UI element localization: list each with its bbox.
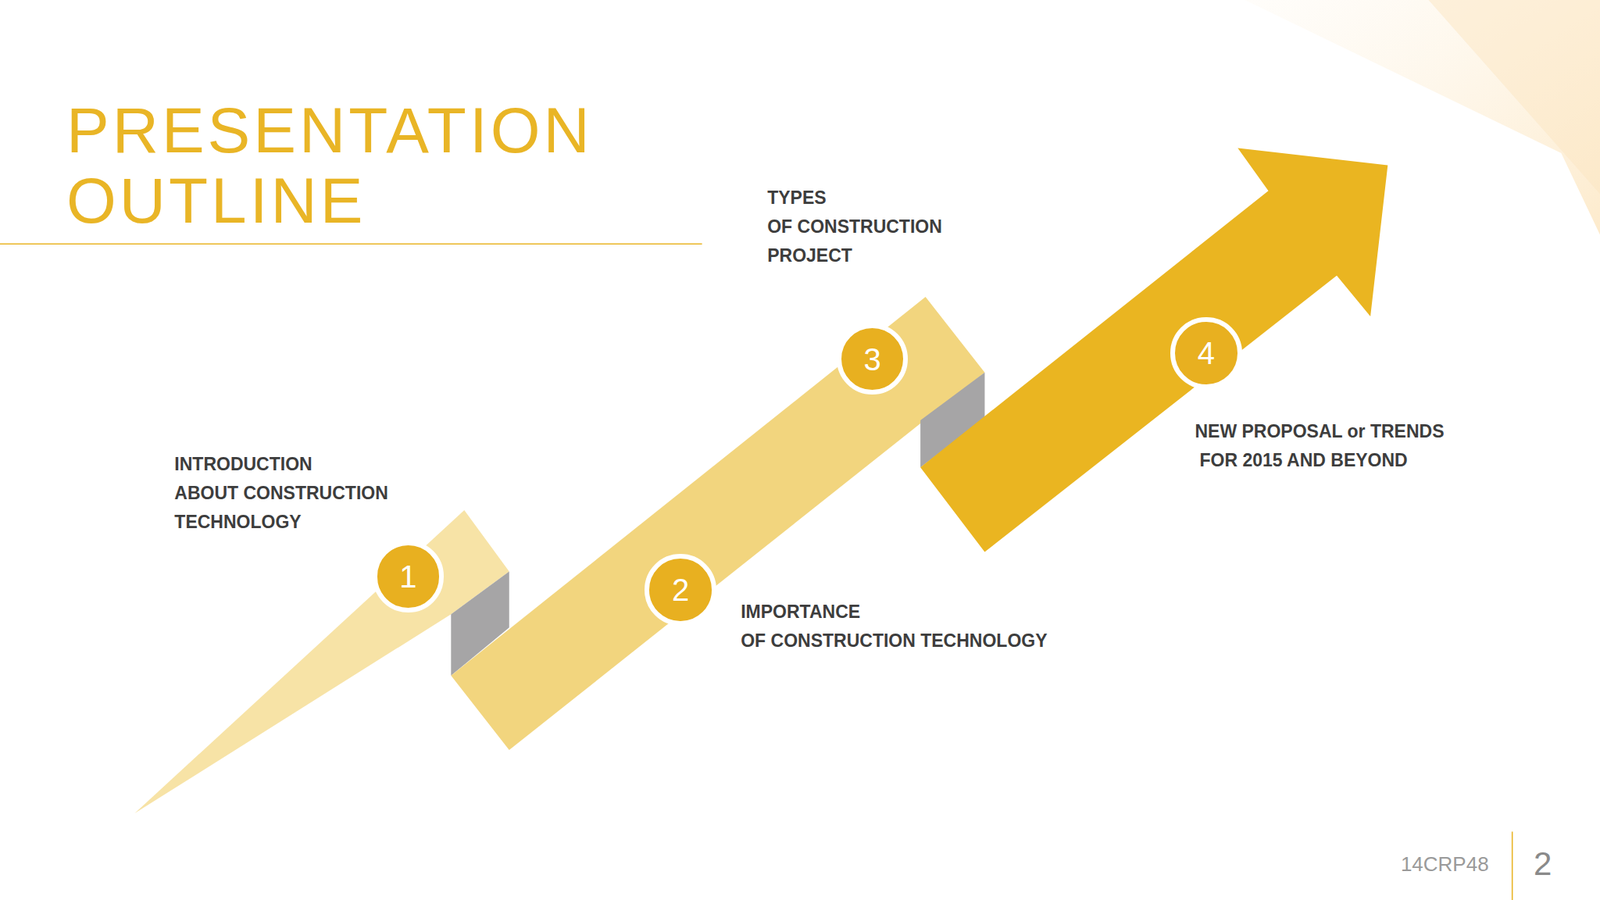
step-circle: 2 [644,553,716,625]
step-description: IMPORTANCE OF CONSTRUCTION TECHNOLOGY [740,597,1047,656]
step-circle: 3 [836,323,908,395]
step-description: NEW PROPOSAL or TRENDS FOR 2015 AND BEYO… [1194,417,1444,475]
callout-number: 4 [1197,335,1215,371]
corner-decoration [1428,0,1600,194]
title-rule [0,242,703,245]
callout-number: 2 [671,572,690,608]
step-circle: 1 [372,540,444,612]
callout-number: 3 [864,342,882,377]
step-description: TYPES OF CONSTRUCTION PROJECT [767,183,943,271]
footer-divider [1511,831,1514,900]
callout-number: 1 [399,559,417,594]
page-number: 2 [1533,844,1552,884]
arrow-head [920,147,1388,552]
footer-code: 14CRP48 [1400,850,1490,878]
step-description: INTRODUCTION ABOUT CONSTRUCTION TECHNOLO… [174,450,388,537]
step-circle: 4 [1170,317,1242,389]
arrow-tail [134,510,509,814]
slide-title: PRESENTATION OUTLINE [66,95,593,236]
arrow-segment [450,296,985,750]
